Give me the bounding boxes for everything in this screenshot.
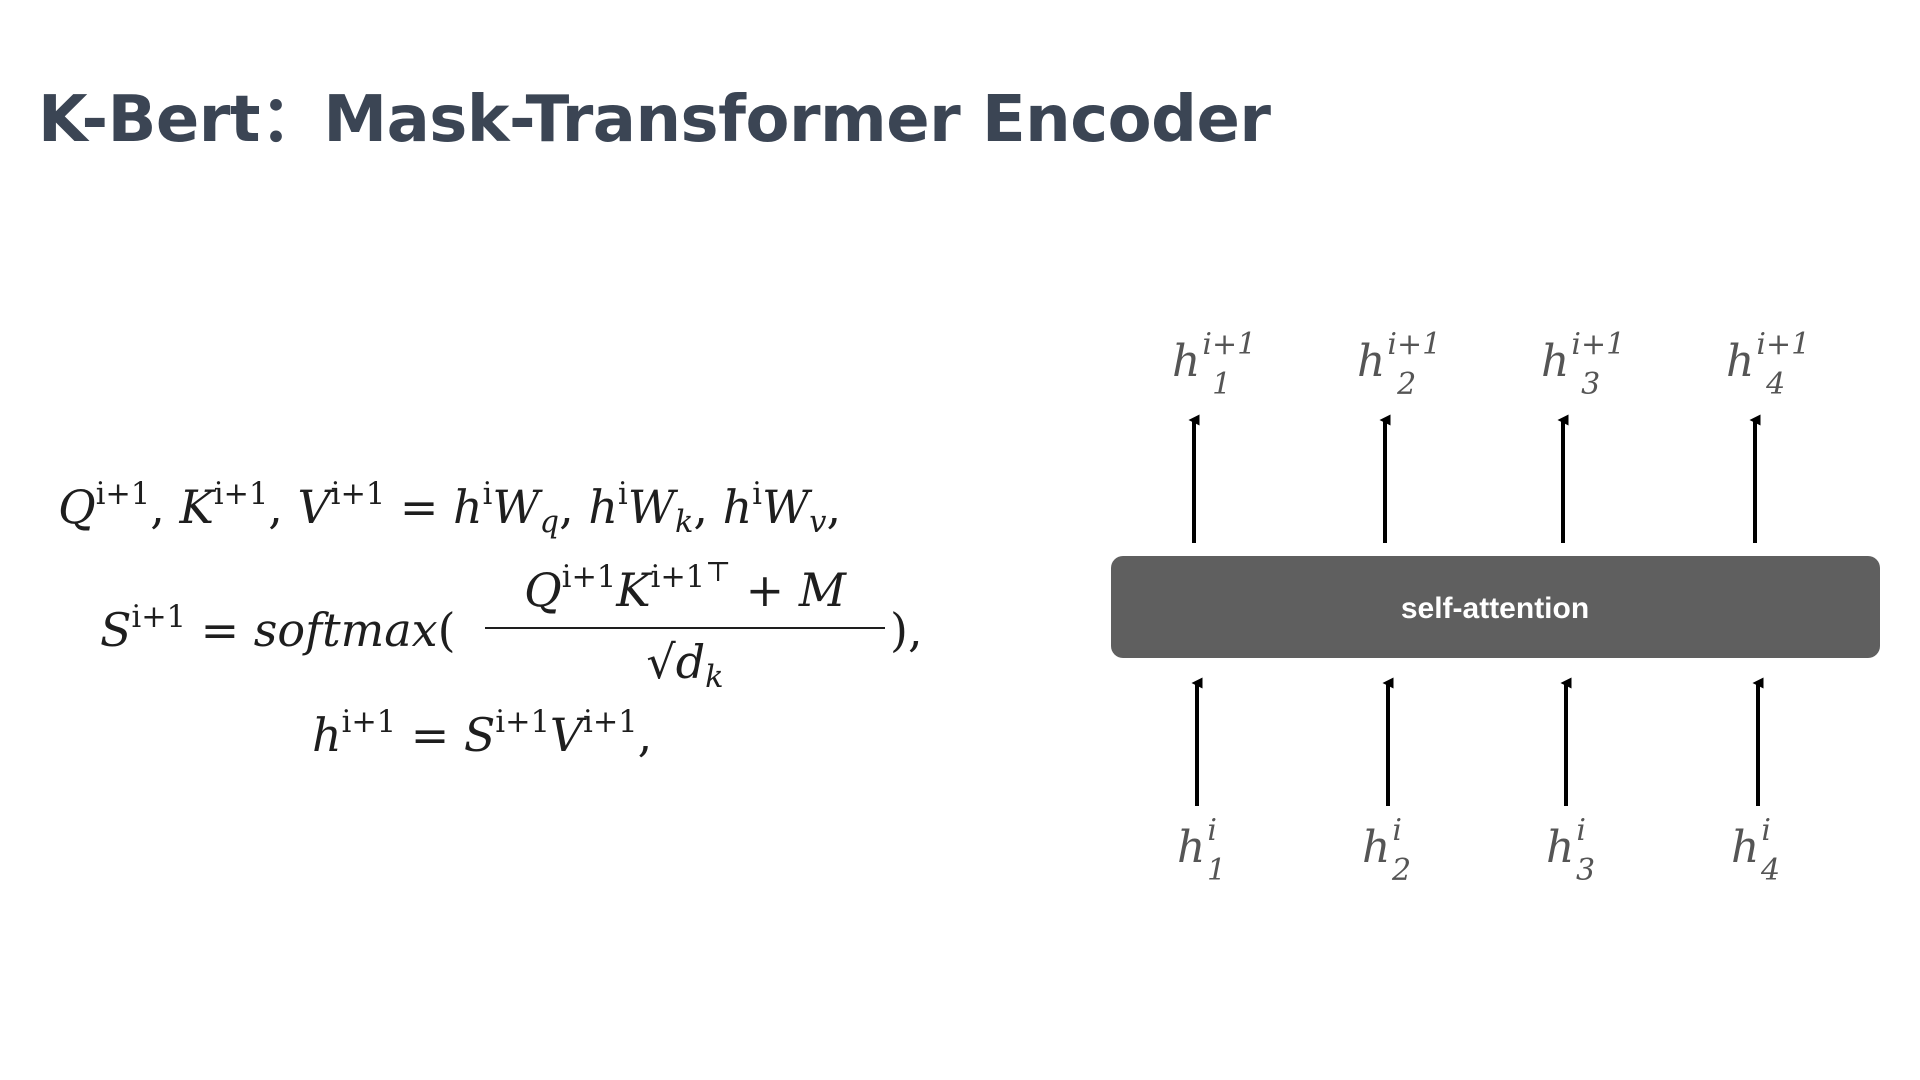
eq1-comma-1: , [150, 480, 165, 534]
eq1-k-superscript: i+1 [213, 477, 269, 513]
eq1-q-superscript: i+1 [95, 477, 151, 513]
eq2-num-k-superscript: i+1 [650, 560, 706, 596]
eq3-v-symbol: V [549, 708, 584, 762]
eq1-k-symbol: K [179, 480, 214, 534]
eq1-h-symbol-2: h [588, 480, 618, 534]
eq1-w-subscript-q: q [539, 505, 560, 541]
eq1-h-superscript-1: i [482, 477, 493, 513]
eq3-equals: = [410, 708, 450, 762]
eq1-w-symbol-3: W [762, 480, 810, 534]
eq3-s-symbol: S [463, 708, 496, 762]
eq1-comma-4: , [693, 480, 709, 534]
eq1-v-superscript: i+1 [330, 477, 386, 513]
eq2-denominator: √dk [485, 639, 885, 693]
eq1-v-symbol: V [297, 480, 331, 534]
self-attention-label: self-attention [1401, 592, 1589, 625]
eq1-w-symbol-1: W [492, 480, 540, 534]
equation-qkv: Qi+1, Ki+1, Vi+1 = hiWq, hiWk, hiWv, [58, 480, 841, 538]
eq2-s-superscript: i+1 [131, 600, 186, 636]
eq3-h-symbol: h [312, 708, 342, 762]
eq2-s-symbol: S [100, 603, 132, 657]
slide-title: K-Bert：Mask-Transformer Encoder [38, 83, 1271, 157]
eq1-q-symbol: Q [58, 480, 96, 534]
eq2-fraction-bar [485, 627, 885, 629]
eq1-equals: = [399, 480, 439, 534]
eq1-comma-2: , [268, 480, 283, 534]
eq2-transpose: ⊤ [705, 555, 732, 589]
eq1-h-superscript-2: i [618, 477, 628, 513]
eq1-h-symbol-1: h [453, 480, 483, 534]
eq1-comma-5: , [826, 480, 842, 534]
self-attention-block [1111, 556, 1880, 658]
eq3-h-superscript: i+1 [341, 705, 397, 741]
eq2-num-q: Q [524, 563, 562, 617]
eq2-close-paren: ), [890, 603, 923, 657]
eq1-w-subscript-v: v [809, 505, 827, 541]
eq2-d-subscript: k [705, 660, 724, 696]
eq2-num-k: K [616, 563, 651, 617]
eq2-mask-m: M [798, 563, 846, 617]
eq1-comma-3: , [559, 480, 574, 534]
eq2-lhs: Si+1 = softmax( [100, 603, 456, 653]
eq2-d: d [675, 635, 706, 689]
eq2-numerator: Qi+1Ki+1⊤ + M [485, 558, 885, 613]
eq2-plus: + [745, 563, 785, 617]
eq1-w-symbol-2: W [627, 480, 675, 534]
eq1-h-symbol-3: h [722, 480, 753, 534]
eq3-comma: , [637, 708, 653, 762]
eq3-v-superscript: i+1 [583, 705, 638, 741]
eq2-softmax: softmax [253, 603, 438, 657]
eq2-equals: = [200, 603, 240, 657]
eq2-sqrt: √ [646, 635, 676, 689]
equation-output: hi+1 = Si+1Vi+1, [312, 708, 652, 758]
eq2-open-paren: ( [437, 603, 456, 657]
eq3-s-superscript: i+1 [495, 705, 550, 741]
eq1-h-superscript-3: i [752, 477, 763, 513]
eq1-w-subscript-k: k [675, 505, 694, 541]
eq2-num-q-superscript: i+1 [561, 560, 617, 596]
